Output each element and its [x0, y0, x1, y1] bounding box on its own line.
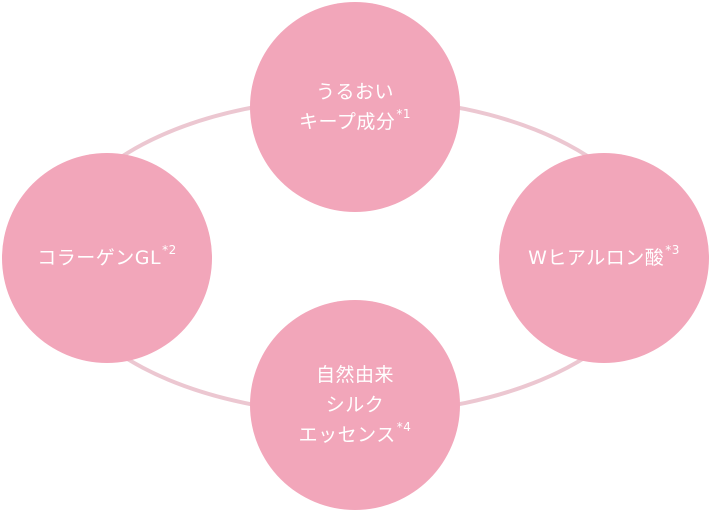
node-label-line1: 自然由来: [315, 364, 394, 386]
node-label-line2: シルク: [325, 394, 385, 416]
footnote-marker: *1: [396, 107, 411, 121]
circle-w-hyaluronic-acid: Wヒアルロン酸*3: [499, 153, 709, 363]
node-label-line1: Wヒアルロン酸*3: [528, 243, 680, 273]
node-label-text: コラーゲンGL: [37, 247, 162, 269]
footnote-marker: *3: [665, 243, 680, 257]
node-label-line2: キープ成分*1: [299, 107, 411, 137]
circle-natural-silk-essence: 自然由来 シルク エッセンス*4: [250, 300, 460, 510]
node-label-text: キープ成分: [298, 111, 396, 133]
node-label-text: エッセンス: [298, 424, 396, 446]
node-label-line3: エッセンス*4: [299, 420, 412, 450]
circle-moisture-keeping-ingredient: うるおい キープ成分*1: [250, 2, 460, 212]
footnote-marker: *2: [162, 243, 177, 257]
node-label-line1: うるおい: [315, 81, 394, 103]
node-label-text: Wヒアルロン酸: [528, 247, 665, 269]
node-label-line1: コラーゲンGL*2: [37, 243, 176, 273]
circle-collagen-gl: コラーゲンGL*2: [2, 153, 212, 363]
footnote-marker: *4: [396, 420, 412, 434]
